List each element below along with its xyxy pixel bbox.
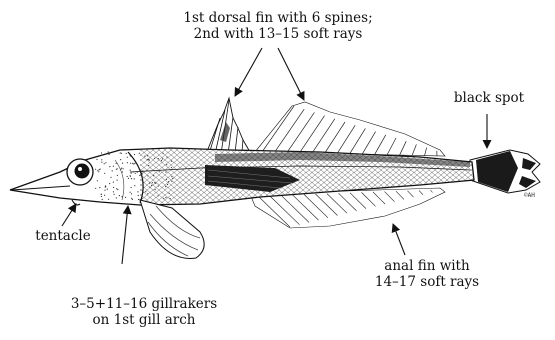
- arrow-gillrakers: [122, 206, 128, 264]
- black-spot-label: black spot: [446, 90, 532, 106]
- gillrakers-label: 3–5+11–16 gillrakers on 1st gill arch: [54, 296, 234, 328]
- arrow-anal-fin: [393, 224, 405, 255]
- arrow-second-dorsal: [278, 48, 304, 100]
- anal-fin-label-line1: anal fin with: [352, 258, 502, 274]
- arrow-first-dorsal: [235, 48, 262, 96]
- gillrakers-label-line2: on 1st gill arch: [54, 312, 234, 328]
- dorsal-fin-label: 1st dorsal fin with 6 spines; 2nd with 1…: [168, 10, 388, 42]
- arrow-tentacle: [62, 204, 76, 226]
- artist-signature: ©AH: [524, 192, 535, 199]
- black-spot-label-text: black spot: [446, 90, 532, 106]
- tentacle-label: tentacle: [25, 228, 101, 244]
- dorsal-fin-label-line2: 2nd with 13–15 soft rays: [168, 26, 388, 42]
- anal-fin-label: anal fin with 14–17 soft rays: [352, 258, 502, 290]
- tentacle-label-text: tentacle: [25, 228, 101, 244]
- pelvic-fin: [140, 200, 204, 258]
- dorsal-fin-label-line1: 1st dorsal fin with 6 spines;: [168, 10, 388, 26]
- anal-fin-label-line2: 14–17 soft rays: [352, 274, 502, 290]
- first-dorsal-fin: [206, 98, 250, 154]
- caudal-fin: [470, 150, 540, 193]
- second-dorsal-fin: [255, 102, 445, 156]
- gillrakers-label-line1: 3–5+11–16 gillrakers: [54, 296, 234, 312]
